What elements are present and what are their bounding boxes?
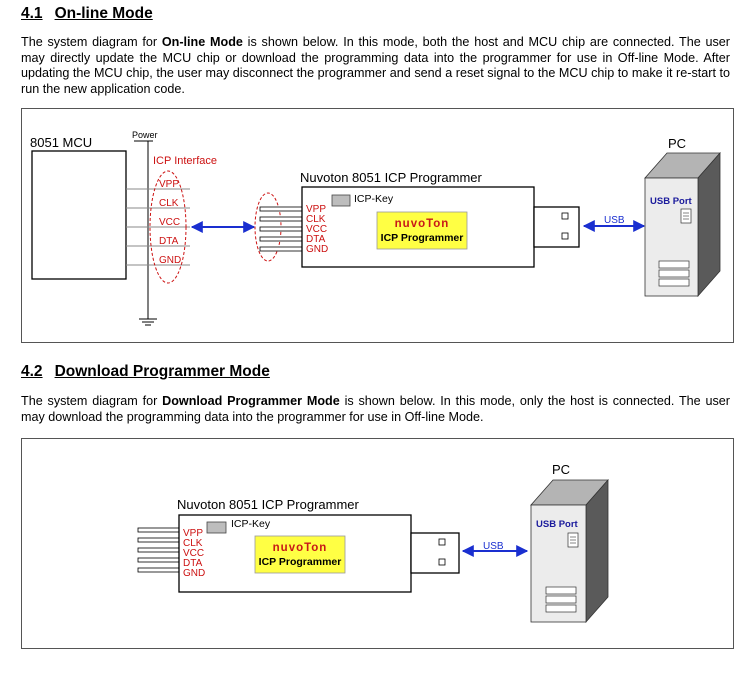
programmer-title: Nuvoton 8051 ICP Programmer	[300, 170, 483, 185]
usb-plug	[533, 206, 580, 248]
power-label: Power	[132, 130, 158, 140]
para-text: The system diagram for	[21, 35, 162, 49]
pc-label: PC	[552, 462, 570, 477]
section-title: Download Programmer Mode	[54, 363, 270, 380]
nuvoton-logo: nuvoTon ICP Programmer	[254, 535, 346, 574]
pin-label: GND	[159, 255, 181, 266]
icp-programmer: Nuvoton 8051 ICP Programmer ICP-Key VPP …	[300, 170, 580, 268]
pin-label: VPP	[306, 204, 326, 215]
section-title: On-line Mode	[54, 5, 153, 22]
usb-port-label: USB Port	[536, 519, 579, 530]
pin-label: VCC	[306, 224, 327, 235]
pc-tower-icon: PC USB Port	[530, 462, 609, 624]
section-heading-download: 4.2 Download Programmer Mode	[21, 363, 270, 381]
ground-icon	[139, 318, 157, 326]
pin-label: DTA	[159, 236, 179, 247]
online-mode-diagram: 8051 MCU Power ICP Interface VPP CLK VCC…	[21, 108, 734, 343]
para-bold: Download Programmer Mode	[162, 394, 340, 408]
logo-text: nuvoTon	[273, 542, 328, 554]
icp-key-button	[331, 194, 351, 207]
icp-key-label: ICP-Key	[354, 193, 394, 205]
pin-label: CLK	[183, 538, 203, 549]
mcu-chip: 8051 MCU	[30, 135, 127, 280]
section-paragraph: The system diagram for On-line Mode is s…	[21, 35, 730, 97]
programmer-pin-labels: VPP CLK VCC DTA GND	[183, 528, 205, 579]
pin-label: GND	[306, 244, 328, 255]
pin-label: VCC	[159, 217, 180, 228]
pin-label: VCC	[183, 548, 204, 559]
download-mode-diagram: Nuvoton 8051 ICP Programmer ICP-Key VPP …	[21, 438, 734, 649]
section-number: 4.2	[21, 363, 43, 380]
usb-label: USB	[604, 215, 625, 226]
mcu-pin-labels: VPP CLK VCC DTA GND	[159, 179, 181, 266]
programmer-connector-pins	[137, 527, 181, 573]
mcu-pin-lines	[126, 188, 190, 266]
icp-interface-ellipse	[149, 170, 187, 284]
logo-subtitle: ICP Programmer	[381, 232, 464, 244]
para-text: The system diagram for	[21, 394, 163, 408]
programmer-title: Nuvoton 8051 ICP Programmer	[177, 497, 360, 512]
pin-label: CLK	[159, 198, 179, 209]
programmer-connector-pins	[259, 206, 303, 252]
pin-label: CLK	[306, 214, 326, 225]
icp-programmer: Nuvoton 8051 ICP Programmer ICP-Key VPP …	[177, 497, 460, 593]
icp-key-label: ICP-Key	[231, 518, 271, 530]
pin-label: DTA	[183, 558, 203, 569]
pc-tower-icon: PC USB Port	[644, 136, 721, 298]
pin-label: VPP	[159, 179, 179, 190]
pin-label: DTA	[306, 234, 326, 245]
pc-label: PC	[668, 136, 686, 151]
usb-label: USB	[483, 541, 504, 552]
usb-port-label: USB Port	[650, 196, 693, 207]
icp-interface-label: ICP Interface	[153, 155, 217, 167]
para-text: is shown below. In this mode, both the h…	[21, 35, 730, 96]
logo-text: nuvoTon	[395, 218, 450, 230]
section-number: 4.1	[21, 5, 43, 22]
nuvoton-logo: nuvoTon ICP Programmer	[376, 211, 468, 250]
section-heading-online: 4.1 On-line Mode	[21, 5, 153, 23]
para-bold: On-line Mode	[161, 35, 243, 49]
usb-plug	[410, 532, 460, 574]
programmer-pin-labels: VPP CLK VCC DTA GND	[306, 204, 328, 255]
mcu-label: 8051 MCU	[30, 135, 92, 150]
icp-key-button	[206, 521, 227, 534]
pin-label: VPP	[183, 528, 203, 539]
pin-label: GND	[183, 568, 205, 579]
para-text: is shown below. In this mode, only the h…	[21, 394, 730, 424]
power-rail: Power	[132, 130, 158, 326]
logo-subtitle: ICP Programmer	[259, 556, 342, 568]
section-paragraph: The system diagram for Download Programm…	[21, 394, 730, 425]
